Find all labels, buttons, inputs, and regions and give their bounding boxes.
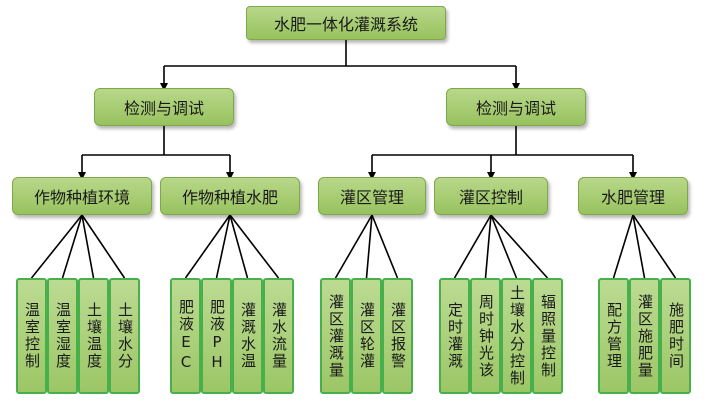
fan-line: [612, 214, 634, 279]
leaf-node: 肥液PH: [201, 278, 232, 394]
leaf-node: 肥液EC: [170, 278, 201, 394]
leaf-node: 灌水流量: [263, 278, 294, 394]
fan-line: [229, 214, 280, 279]
fan-line: [484, 214, 492, 279]
group-label: 灌区控制: [458, 188, 523, 207]
fan-line: [184, 214, 231, 279]
fan-line: [371, 214, 399, 279]
group-label: 作物种植环境: [33, 188, 130, 207]
fan-line: [453, 214, 492, 279]
fan-line: [61, 214, 83, 279]
group-node-zone-control: 灌区控制: [434, 177, 548, 215]
leaf-node: 灌区轮灌: [351, 278, 382, 394]
leaf-node: 施肥时间: [660, 278, 691, 394]
leaf-node: 土壤水分: [109, 278, 140, 394]
leaf-node: 辐照量控制: [532, 278, 563, 394]
group-node-water-fertilizer-management: 水肥管理: [578, 177, 688, 215]
fan-line: [81, 214, 126, 279]
fan-line: [334, 214, 373, 279]
fan-line: [30, 214, 83, 279]
fan-line: [632, 214, 646, 279]
group-node-crop-environment: 作物种植环境: [12, 177, 152, 215]
fan-line: [365, 214, 373, 279]
fan-line: [490, 214, 518, 279]
leaf-node: 灌溉水温: [232, 278, 263, 394]
fan-line: [215, 214, 231, 279]
leaf-node: 温室控制: [16, 278, 47, 394]
group-label: 灌区管理: [339, 188, 404, 207]
leaf-node: 土壤温度: [78, 278, 109, 394]
leaf-node: 周时钟光该: [470, 278, 501, 394]
branch-node-detection-2: 检测与调试: [446, 88, 586, 126]
root-label: 水肥一体化灌溉系统: [273, 15, 418, 34]
group-label: 作物种植水肥: [181, 188, 278, 207]
leaf-node: 灌区灌溉量: [320, 278, 351, 394]
branch-label: 检测与调试: [123, 99, 204, 118]
leaf-node: 配方管理: [598, 278, 629, 394]
fan-line: [490, 214, 549, 279]
root-node: 水肥一体化灌溉系统: [246, 6, 446, 40]
fan-line: [229, 214, 249, 279]
leaf-node: 温室湿度: [47, 278, 78, 394]
fan-line: [632, 214, 677, 279]
group-node-zone-management: 灌区管理: [318, 177, 426, 215]
leaf-node: 土壤水分控制: [501, 278, 532, 394]
leaf-node: 灌区施肥量: [629, 278, 660, 394]
leaf-node: 灌区报警: [382, 278, 413, 394]
branch-node-detection-1: 检测与调试: [94, 88, 234, 126]
fan-line: [81, 214, 95, 279]
leaf-node: 定时灌溉: [439, 278, 470, 394]
group-label: 水肥管理: [600, 188, 665, 207]
group-node-crop-water-fertilizer: 作物种植水肥: [160, 177, 300, 215]
branch-label: 检测与调试: [475, 99, 556, 118]
